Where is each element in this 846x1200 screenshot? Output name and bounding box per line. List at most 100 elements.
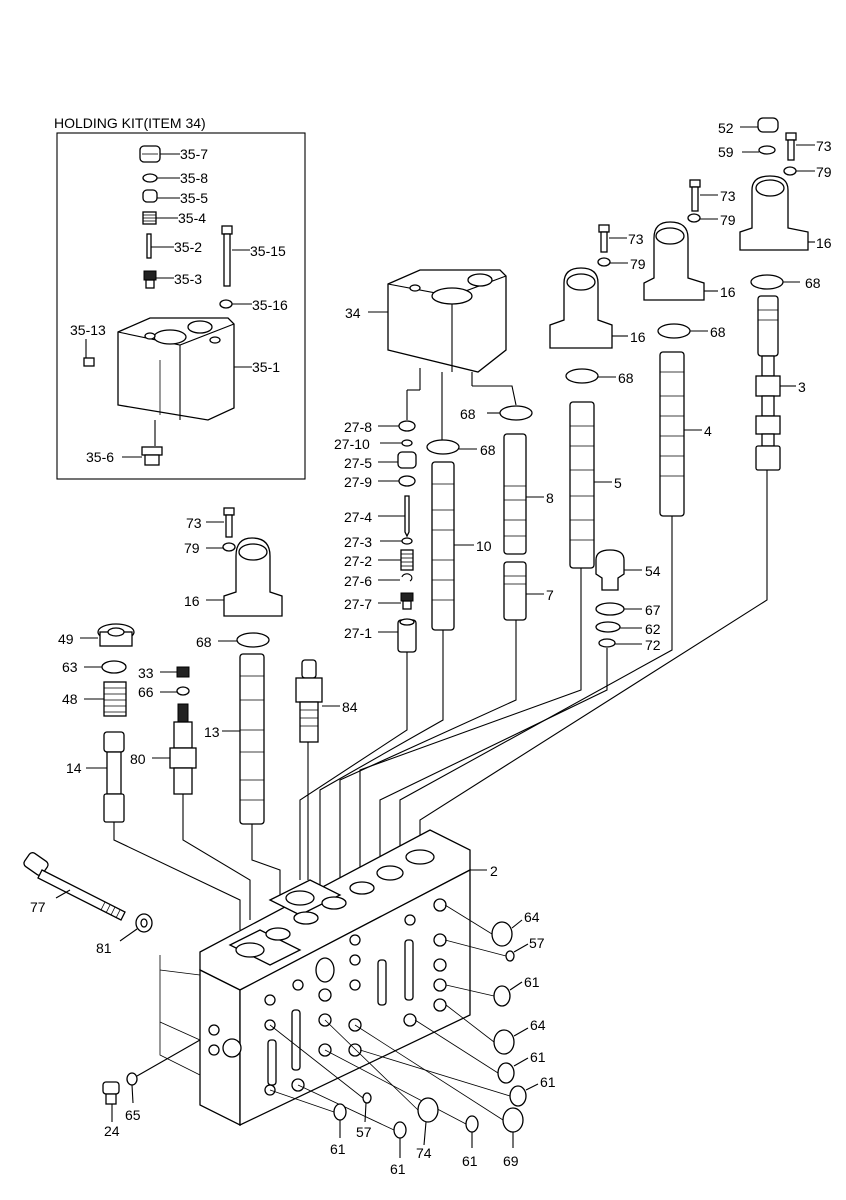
label-16-left: 16 bbox=[184, 593, 200, 609]
part-73-third bbox=[598, 224, 627, 253]
label-57-lower: 57 bbox=[356, 1124, 372, 1140]
part-68-spool5 bbox=[565, 368, 616, 384]
label-68-right: 68 bbox=[805, 275, 821, 291]
label-73-second: 73 bbox=[720, 188, 736, 204]
label-35-13: 35-13 bbox=[70, 322, 106, 338]
part-73-top bbox=[785, 132, 815, 161]
part-68-right bbox=[750, 274, 800, 290]
part-27-5 bbox=[378, 451, 417, 469]
label-35-3: 35-3 bbox=[174, 271, 202, 287]
label-79-second: 79 bbox=[720, 212, 736, 228]
label-74: 74 bbox=[416, 1145, 432, 1161]
label-35-15: 35-15 bbox=[250, 243, 286, 259]
label-54: 54 bbox=[645, 563, 661, 579]
label-27-7: 27-7 bbox=[344, 596, 372, 612]
label-59: 59 bbox=[718, 144, 734, 160]
part-61-low-right bbox=[359, 1049, 539, 1107]
part-35-13 bbox=[83, 339, 95, 367]
label-27-8: 27-8 bbox=[344, 419, 372, 435]
part-13-spool bbox=[222, 653, 265, 825]
label-66: 66 bbox=[138, 684, 154, 700]
label-16-second: 16 bbox=[720, 284, 736, 300]
label-2: 2 bbox=[490, 863, 498, 879]
label-35-8: 35-8 bbox=[180, 170, 208, 186]
part-35-3 bbox=[143, 270, 174, 289]
label-8: 8 bbox=[546, 490, 554, 506]
label-61-low-right: 61 bbox=[540, 1074, 556, 1090]
label-7: 7 bbox=[546, 587, 554, 603]
part-4-spool bbox=[659, 351, 702, 517]
label-33: 33 bbox=[138, 665, 154, 681]
part-64-lower bbox=[445, 1004, 529, 1055]
label-16-top-right: 16 bbox=[816, 235, 832, 251]
label-61-bottom-left: 61 bbox=[330, 1141, 346, 1157]
part-79-second bbox=[687, 213, 718, 223]
label-64-upper: 64 bbox=[524, 909, 540, 925]
label-73-third: 73 bbox=[628, 231, 644, 247]
part-2-main-body bbox=[199, 829, 487, 1127]
label-79-top: 79 bbox=[816, 164, 832, 180]
part-27-8 bbox=[378, 420, 416, 432]
part-68-spool4 bbox=[657, 323, 708, 339]
part-35-7 bbox=[139, 145, 180, 163]
part-35-15 bbox=[221, 225, 250, 287]
part-27-9 bbox=[378, 475, 416, 487]
part-64-upper bbox=[444, 904, 523, 947]
label-27-6: 27-6 bbox=[344, 573, 372, 589]
holding-kit-frame bbox=[56, 132, 306, 480]
part-35-8 bbox=[142, 173, 180, 183]
label-52: 52 bbox=[718, 120, 734, 136]
part-57-upper bbox=[444, 939, 529, 962]
part-80 bbox=[152, 703, 197, 795]
part-7-spool bbox=[503, 561, 544, 621]
label-61-upper: 61 bbox=[524, 974, 540, 990]
part-33 bbox=[160, 666, 190, 678]
part-16-left bbox=[206, 537, 283, 617]
label-69: 69 bbox=[503, 1153, 519, 1169]
part-73-left bbox=[206, 507, 235, 538]
label-48: 48 bbox=[62, 691, 78, 707]
part-77-bolt bbox=[23, 852, 126, 921]
label-16-third: 16 bbox=[630, 329, 646, 345]
part-27-1 bbox=[378, 618, 417, 653]
label-61-mid-right: 61 bbox=[530, 1049, 546, 1065]
part-61-bottom-mid bbox=[297, 1084, 407, 1158]
part-27-2 bbox=[378, 549, 414, 571]
part-61-bottom-right bbox=[324, 1049, 479, 1148]
label-68-spool5: 68 bbox=[618, 370, 634, 386]
label-24: 24 bbox=[104, 1123, 120, 1139]
label-35-7: 35-7 bbox=[180, 146, 208, 162]
label-61-bottom-right: 61 bbox=[462, 1153, 478, 1169]
label-27-2: 27-2 bbox=[344, 553, 372, 569]
part-67 bbox=[595, 602, 642, 616]
part-48 bbox=[84, 681, 127, 717]
part-84 bbox=[295, 659, 340, 743]
label-73-left: 73 bbox=[186, 515, 202, 531]
label-35-2: 35-2 bbox=[174, 239, 202, 255]
part-16-second bbox=[643, 221, 718, 301]
label-3: 3 bbox=[798, 379, 806, 395]
part-63 bbox=[84, 660, 127, 674]
part-8-spool bbox=[503, 433, 544, 555]
part-54 bbox=[595, 549, 642, 591]
part-57-lower bbox=[269, 1024, 372, 1123]
part-35-5 bbox=[142, 189, 180, 203]
part-35-16 bbox=[219, 299, 252, 309]
label-77: 77 bbox=[30, 899, 46, 915]
part-72 bbox=[598, 638, 642, 648]
label-72: 72 bbox=[645, 637, 661, 653]
label-57-upper: 57 bbox=[529, 935, 545, 951]
part-27-7 bbox=[378, 592, 414, 610]
part-27-4 bbox=[378, 495, 410, 538]
part-61-mid-right bbox=[414, 1019, 529, 1084]
label-10: 10 bbox=[476, 538, 492, 554]
label-79-third: 79 bbox=[630, 256, 646, 272]
part-65-oring bbox=[126, 1039, 201, 1104]
part-3-spool bbox=[755, 295, 796, 471]
part-61-upper bbox=[445, 981, 523, 1007]
part-16-top-right bbox=[739, 175, 815, 251]
label-68-spool4: 68 bbox=[710, 324, 726, 340]
holding-kit-panel: HOLDING KIT(ITEM 34) 35-7 35-8 35-5 bbox=[54, 115, 306, 480]
part-74 bbox=[324, 1019, 439, 1146]
